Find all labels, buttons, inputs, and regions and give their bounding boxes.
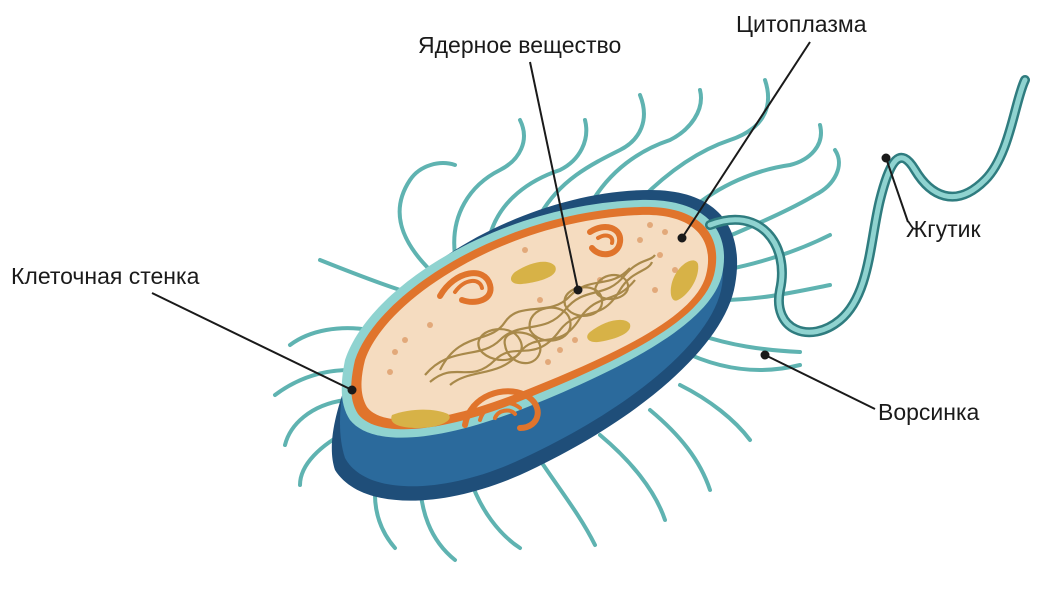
leader-dot-flagellum: [883, 155, 890, 162]
leader-dot-pilus: [762, 352, 769, 359]
pilus-strand: [680, 350, 800, 370]
leader-dot-cytoplasm: [679, 235, 686, 242]
leader-dot-nucleoid: [575, 287, 582, 294]
ribosome-dot: [522, 247, 528, 253]
pilus-strand: [700, 335, 800, 352]
ribosome-dot: [662, 229, 668, 235]
pilus-strand: [540, 460, 595, 545]
pilus-strand: [650, 410, 710, 490]
ribosome-dot: [402, 337, 408, 343]
ribosome-dot: [545, 359, 551, 365]
label-pilus: Ворсинка: [878, 401, 979, 424]
pilus-strand: [400, 163, 455, 270]
ribosome-dot: [387, 369, 393, 375]
ribosome-dot: [657, 252, 663, 258]
ribosome-dot: [557, 347, 563, 353]
pilus-strand: [320, 260, 400, 290]
ribosome-dot: [537, 297, 543, 303]
flagellum-outline: [710, 80, 1025, 332]
label-cell-wall: Клеточная стенка: [11, 265, 199, 288]
pilus-strand: [720, 150, 839, 240]
leader-pilus: [765, 355, 875, 409]
leader-cell-wall: [152, 293, 352, 390]
ribosome-dot: [572, 337, 578, 343]
ribosome-dot: [392, 349, 398, 355]
flagellum: [710, 80, 1025, 332]
leader-flagellum: [886, 158, 908, 222]
ribosome-dot: [637, 237, 643, 243]
ribosome-dot: [647, 222, 653, 228]
pilus-strand: [600, 435, 665, 520]
pilus-strand: [640, 80, 768, 200]
pilus-strand: [590, 90, 701, 205]
leader-dot-cell-wall: [349, 387, 356, 394]
ribosome-dot: [427, 322, 433, 328]
label-nucleoid: Ядерное вещество: [418, 34, 621, 57]
label-flagellum: Жгутик: [906, 218, 981, 241]
ribosome-dot: [652, 287, 658, 293]
label-cytoplasm: Цитоплазма: [736, 13, 867, 36]
pilus-strand: [680, 385, 750, 440]
